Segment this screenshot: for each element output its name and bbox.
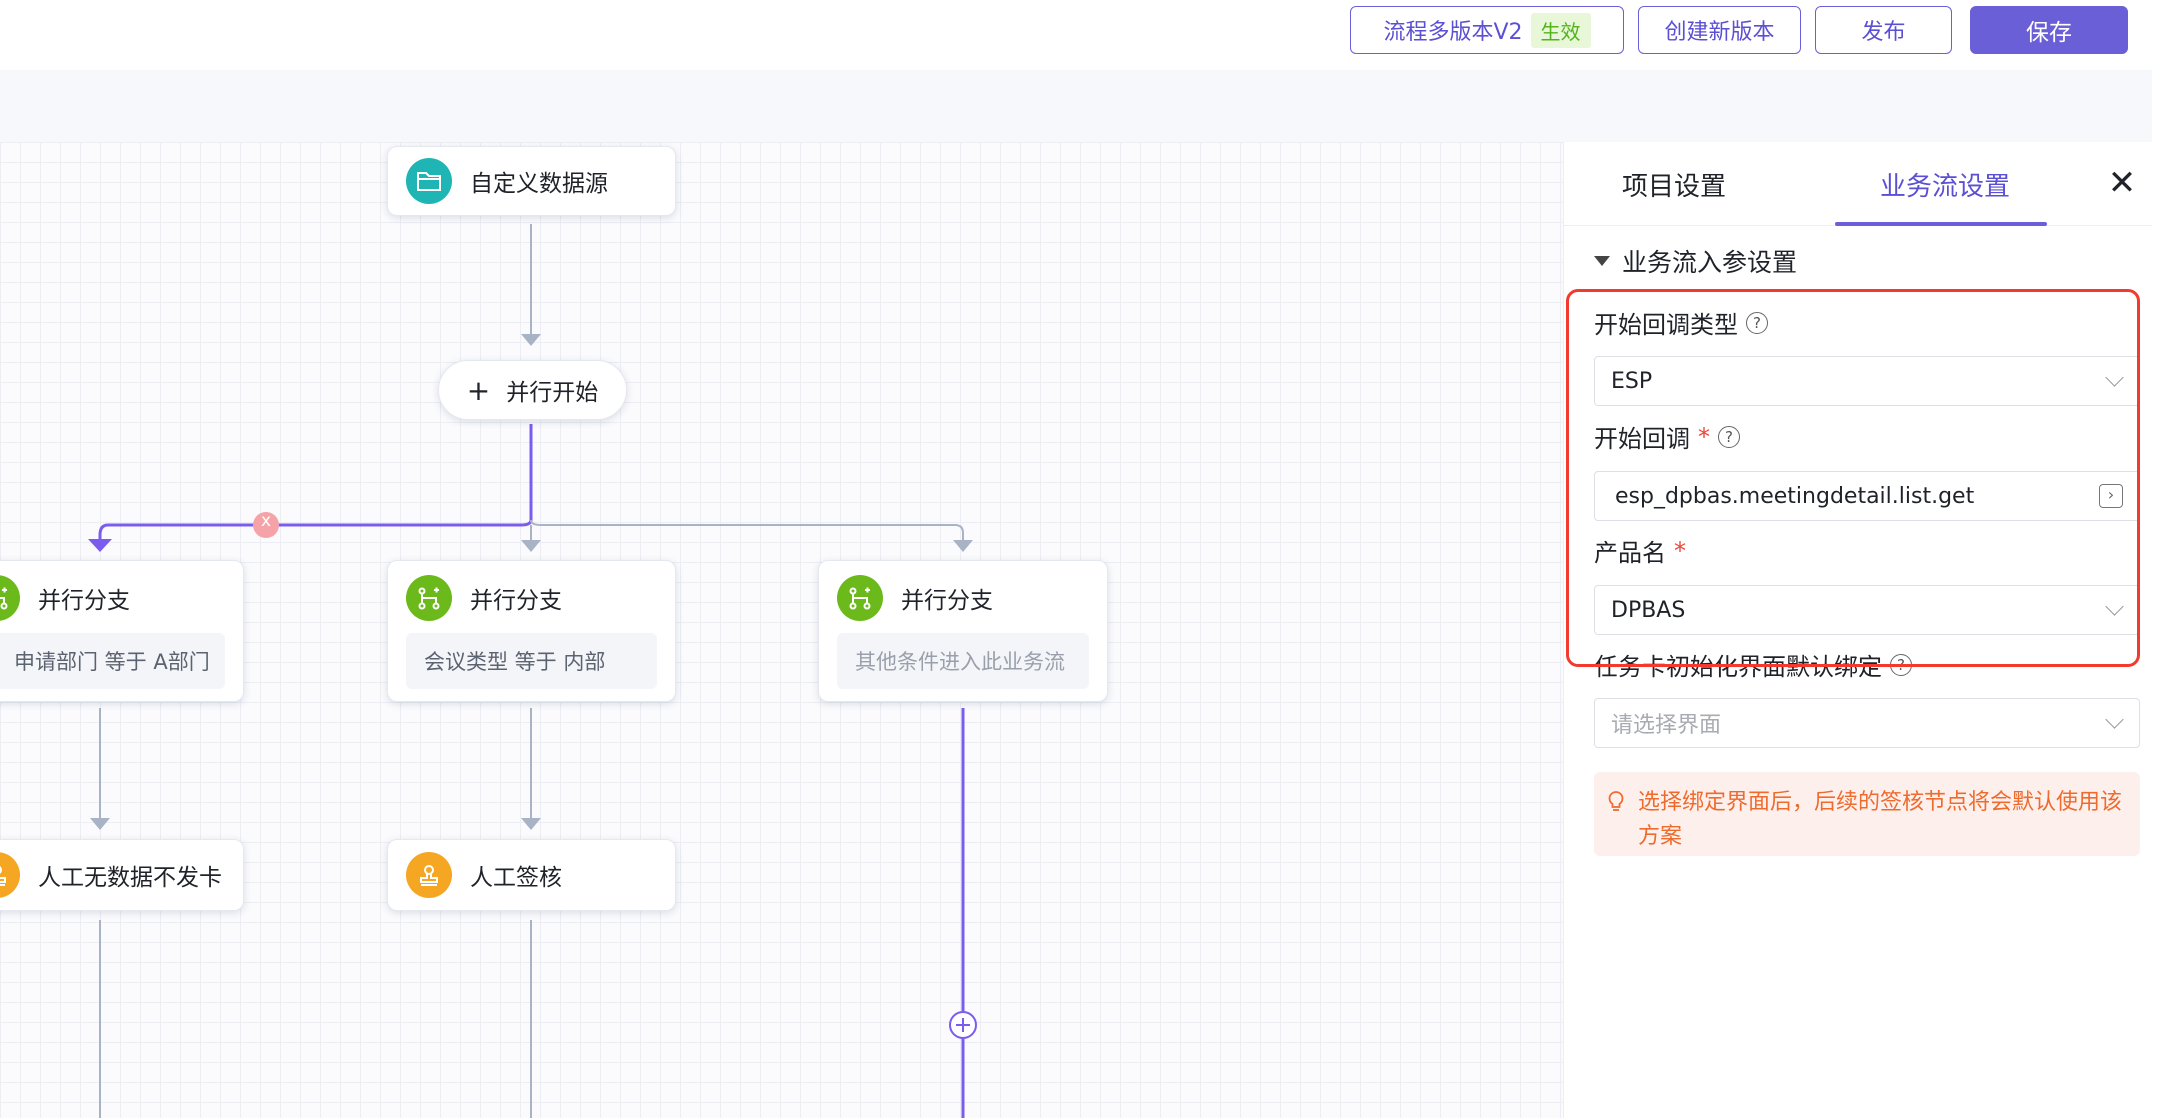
parallel-branch-3[interactable]: 并行分支 其他条件进入此业务流 [818, 560, 1108, 702]
task-node-1[interactable]: 人工无数据不发卡 [0, 839, 244, 911]
help-icon[interactable]: ? [1718, 425, 1740, 448]
branch-1-title: 并行分支 [38, 588, 130, 614]
branch-icon [0, 575, 20, 621]
callback-input[interactable]: esp_dpbas.meetingdetail.list.get › [1594, 471, 2140, 521]
branch-3-title: 并行分支 [901, 588, 993, 614]
callback-label-text: 开始回调 [1594, 425, 1690, 453]
callback-type-label: 开始回调类型 ? [1594, 305, 1768, 340]
task-1-title: 人工无数据不发卡 [38, 865, 222, 891]
source-node[interactable]: 自定义数据源 [387, 146, 676, 216]
publish-button[interactable]: 发布 [1815, 6, 1952, 54]
callback-type-label-text: 开始回调类型 [1594, 311, 1738, 339]
section-header[interactable]: 业务流入参设置 [1594, 243, 1797, 279]
delete-branch-label[interactable]: x [260, 511, 272, 531]
version-label: 流程多版本V2 [1383, 20, 1523, 45]
product-value: DPBAS [1611, 597, 1686, 623]
plus-icon: + [466, 373, 491, 407]
required-mark: * [1674, 536, 1686, 565]
bind-interface-select[interactable]: 请选择界面 [1594, 698, 2140, 748]
version-status-badge: 生效 [1530, 12, 1591, 48]
lightbulb-icon [1608, 790, 1624, 824]
bind-placeholder: 请选择界面 [1611, 713, 1722, 738]
parallel-branch-2[interactable]: 并行分支 会议类型 等于 内部 [387, 560, 676, 702]
help-icon[interactable]: ? [1746, 311, 1768, 334]
callback-value: esp_dpbas.meetingdetail.list.get [1615, 483, 1975, 509]
tip-box: 选择绑定界面后，后续的签核节点将会默认使用该方案 [1594, 772, 2140, 856]
product-label: 产品名 * [1594, 533, 1686, 568]
branch-icon [406, 575, 452, 621]
chevron-down-icon [2105, 710, 2124, 729]
highlight-annotation-box [1566, 289, 2140, 667]
tab-flow-settings[interactable]: 业务流设置 [1880, 172, 2011, 202]
create-version-button[interactable]: 创建新版本 [1638, 6, 1801, 54]
parallel-start-label: 并行开始 [506, 380, 599, 406]
page-scroll-edge [2152, 0, 2164, 1118]
delete-branch-icon [253, 512, 279, 538]
save-button[interactable]: 保存 [1970, 6, 2128, 54]
settings-panel: 项目设置 业务流设置 ✕ 业务流入参设置 开始回调类型 ? ESP 开始回调 *… [1563, 142, 2153, 1118]
parallel-branch-1[interactable]: 并行分支 申请部门 等于 A部门 [0, 560, 244, 702]
tip-text: 选择绑定界面后，后续的签核节点将会默认使用该方案 [1638, 790, 2123, 849]
section-title: 业务流入参设置 [1622, 248, 1798, 277]
bind-label-text: 任务卡初始化界面默认绑定 [1594, 653, 1882, 681]
callback-label: 开始回调 * ? [1594, 419, 1740, 454]
active-tab-indicator [1835, 222, 2047, 226]
version-selector-button[interactable]: 流程多版本V2 生效 [1350, 6, 1624, 54]
stamp-icon [0, 852, 20, 898]
caret-down-icon [1594, 256, 1610, 266]
branch-2-title: 并行分支 [470, 588, 562, 614]
callback-type-value: ESP [1611, 368, 1653, 394]
tab-project-settings[interactable]: 项目设置 [1622, 172, 1727, 202]
branch-icon [837, 575, 883, 621]
sub-toolbar [0, 70, 2164, 142]
flow-connectors [88, 224, 977, 1118]
task-2-title: 人工签核 [470, 865, 562, 891]
product-select[interactable]: DPBAS [1594, 585, 2140, 635]
branch-1-condition: 申请部门 等于 A部门 [0, 633, 225, 689]
open-link-icon[interactable]: › [2099, 484, 2123, 508]
flow-canvas[interactable]: x 自定义数据源 + 并行开始 并行分支 申请部门 等于 A部门 并行分支 [0, 142, 1563, 1118]
task-node-2[interactable]: 人工签核 [387, 839, 676, 911]
close-icon[interactable]: ✕ [2107, 163, 2137, 203]
panel-tabs: 项目设置 业务流设置 ✕ [1564, 142, 2153, 226]
branch-3-condition: 其他条件进入此业务流 [837, 633, 1089, 689]
product-label-text: 产品名 [1594, 539, 1666, 567]
bind-label: 任务卡初始化界面默认绑定 ? [1594, 647, 1912, 682]
required-mark: * [1698, 422, 1710, 451]
folder-icon [406, 158, 452, 204]
stamp-icon [406, 852, 452, 898]
source-node-title: 自定义数据源 [470, 171, 608, 197]
top-toolbar: 流程多版本V2 生效 创建新版本 发布 保存 [0, 0, 2164, 70]
branch-2-condition: 会议类型 等于 内部 [406, 633, 657, 689]
parallel-start-node[interactable]: + 并行开始 [438, 360, 627, 420]
